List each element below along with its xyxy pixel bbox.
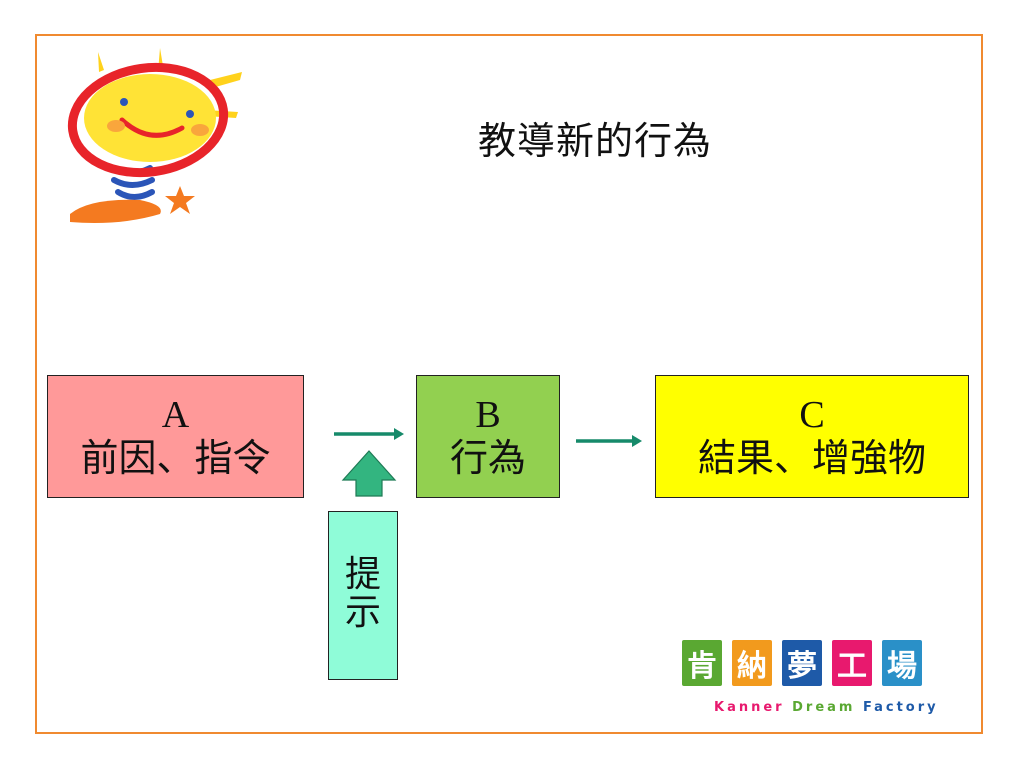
antecedent-letter: A	[161, 393, 190, 436]
logo-subtitle-part: Dream	[792, 700, 863, 715]
sun-mascot-icon	[67, 48, 242, 223]
logo-tile: 肯	[682, 640, 722, 686]
logo-tile: 納	[732, 640, 772, 686]
prompt-box: 提 示	[328, 511, 398, 680]
slide-frame	[35, 34, 983, 734]
logo-tile: 工	[832, 640, 872, 686]
antecedent-box: A 前因、指令	[47, 375, 304, 498]
prompt-char: 示	[344, 591, 381, 633]
slide-title: 教導新的行為	[478, 119, 713, 163]
kanner-logo: 肯 納 夢 工 場 Kanner Dream Factory	[682, 640, 939, 715]
logo-tile: 場	[882, 640, 922, 686]
consequence-letter: C	[799, 393, 825, 436]
logo-subtitle: Kanner Dream Factory	[714, 700, 939, 715]
consequence-text: 結果、增強物	[697, 435, 926, 480]
logo-tile: 夢	[782, 640, 822, 686]
prompt-char: 提	[344, 554, 381, 595]
logo-subtitle-part: Kanner	[714, 700, 793, 715]
behavior-letter: B	[475, 393, 501, 436]
logo-subtitle-part: Factory	[863, 700, 939, 715]
consequence-box: C 結果、增強物	[655, 375, 969, 498]
antecedent-text: 前因、指令	[80, 435, 271, 480]
behavior-text: 行為	[449, 435, 526, 480]
behavior-box: B 行為	[416, 375, 560, 498]
